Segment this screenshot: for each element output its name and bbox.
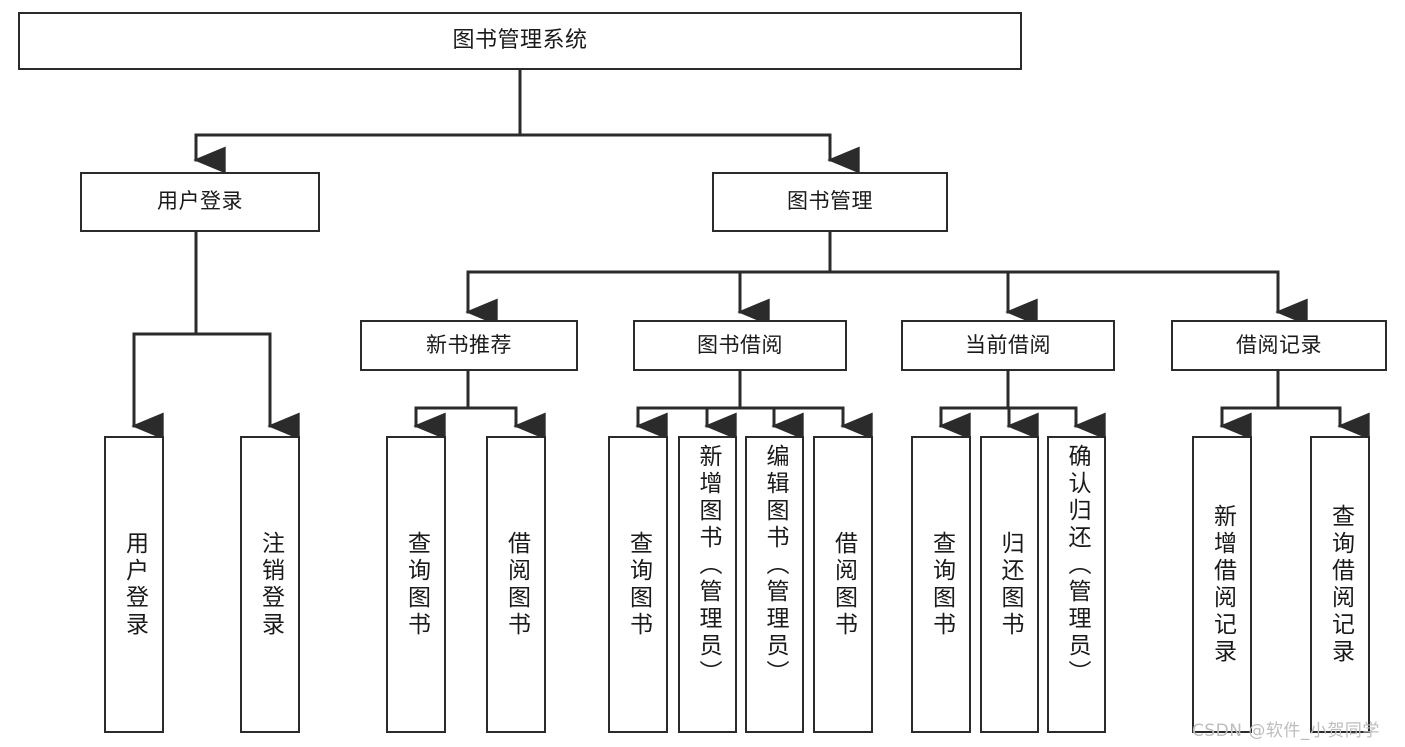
node-label: 图书管理系统: [452, 27, 588, 53]
node-leaf-borrow-book-recommend[interactable]: 借阅图书: [486, 436, 546, 733]
node-label: 当前借阅: [965, 332, 1051, 357]
node-label: 归还图书: [997, 530, 1023, 639]
node-leaf-add-borrow-record[interactable]: 新增借阅记录: [1192, 436, 1252, 733]
node-label: 图书借阅: [697, 332, 783, 357]
node-leaf-confirm-return-admin[interactable]: 确认归还（管理员）: [1047, 436, 1106, 733]
node-book-borrow[interactable]: 图书借阅: [633, 320, 847, 371]
node-leaf-query-borrow-record[interactable]: 查询借阅记录: [1310, 436, 1370, 733]
node-new-book-recommend[interactable]: 新书推荐: [360, 320, 578, 371]
node-label: 用户登录: [157, 189, 243, 214]
node-leaf-query-book-borrow[interactable]: 查询图书: [608, 436, 668, 733]
node-label: 借阅图书: [503, 530, 530, 639]
node-leaf-return-book[interactable]: 归还图书: [980, 436, 1039, 733]
csdn-watermark: CSDN @软件_小贺同学: [1192, 721, 1380, 741]
node-label: 新增图书（管理员）: [695, 444, 721, 687]
node-leaf-query-book-current[interactable]: 查询图书: [911, 436, 971, 733]
node-label: 编辑图书（管理员）: [762, 444, 788, 687]
node-leaf-borrow-book[interactable]: 借阅图书: [813, 436, 873, 733]
node-label: 借阅图书: [830, 530, 857, 639]
node-label: 新增借阅记录: [1209, 503, 1236, 666]
node-label: 用户登录: [121, 530, 148, 639]
node-leaf-edit-book-admin[interactable]: 编辑图书（管理员）: [745, 436, 804, 733]
node-leaf-user-login[interactable]: 用户登录: [104, 436, 164, 733]
node-label: 确认归还（管理员）: [1064, 444, 1090, 687]
node-label: 查询图书: [625, 530, 652, 639]
node-book-management[interactable]: 图书管理: [712, 172, 948, 232]
node-leaf-query-book-recommend[interactable]: 查询图书: [386, 436, 446, 733]
node-leaf-add-book-admin[interactable]: 新增图书（管理员）: [678, 436, 737, 733]
node-current-borrow[interactable]: 当前借阅: [901, 320, 1115, 371]
node-leaf-logout[interactable]: 注销登录: [240, 436, 300, 733]
node-label: 图书管理: [787, 189, 873, 214]
node-label: 查询图书: [403, 530, 430, 639]
node-label: 注销登录: [257, 530, 284, 639]
node-borrow-record[interactable]: 借阅记录: [1171, 320, 1387, 371]
node-user-login[interactable]: 用户登录: [80, 172, 320, 232]
node-label: 新书推荐: [426, 332, 512, 357]
node-root-book-management-system[interactable]: 图书管理系统: [18, 12, 1022, 70]
node-label: 查询借阅记录: [1327, 503, 1354, 666]
node-label: 查询图书: [928, 530, 955, 639]
node-label: 借阅记录: [1236, 332, 1322, 357]
